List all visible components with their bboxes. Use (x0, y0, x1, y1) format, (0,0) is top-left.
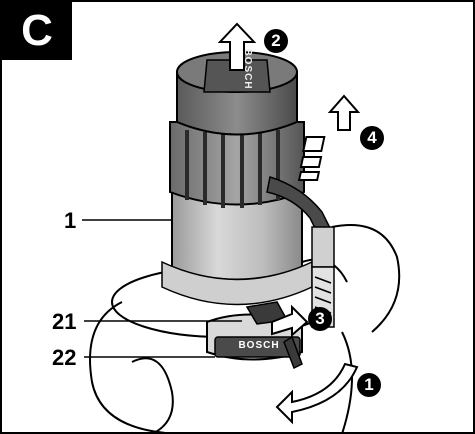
step-marker-4: 4 (360, 126, 384, 150)
rotate-arrow (275, 362, 359, 425)
callout-leader-lines (82, 219, 242, 358)
callout-clamp-lever: 22 (52, 345, 77, 370)
step-marker-3: 3 (308, 307, 332, 331)
motor-top-cap (176, 51, 298, 136)
callout-motor-housing: 1 (64, 208, 77, 233)
step-marker-1: 1 (357, 373, 381, 397)
lift-arrow-side (297, 94, 361, 181)
brand-logo-clamp: BOSCH (238, 340, 280, 351)
motor-housing (161, 191, 313, 306)
clamp-lever-assembly (206, 301, 303, 370)
press-arrow (271, 304, 309, 338)
cord-guard (266, 176, 335, 268)
figure-letter-badge: C (2, 2, 72, 60)
brand-logo-top: BOSCH (242, 48, 253, 90)
lift-arrow-main (217, 22, 257, 71)
step-marker-2: 2 (264, 29, 288, 53)
callout-release-lever: 21 (52, 309, 77, 334)
